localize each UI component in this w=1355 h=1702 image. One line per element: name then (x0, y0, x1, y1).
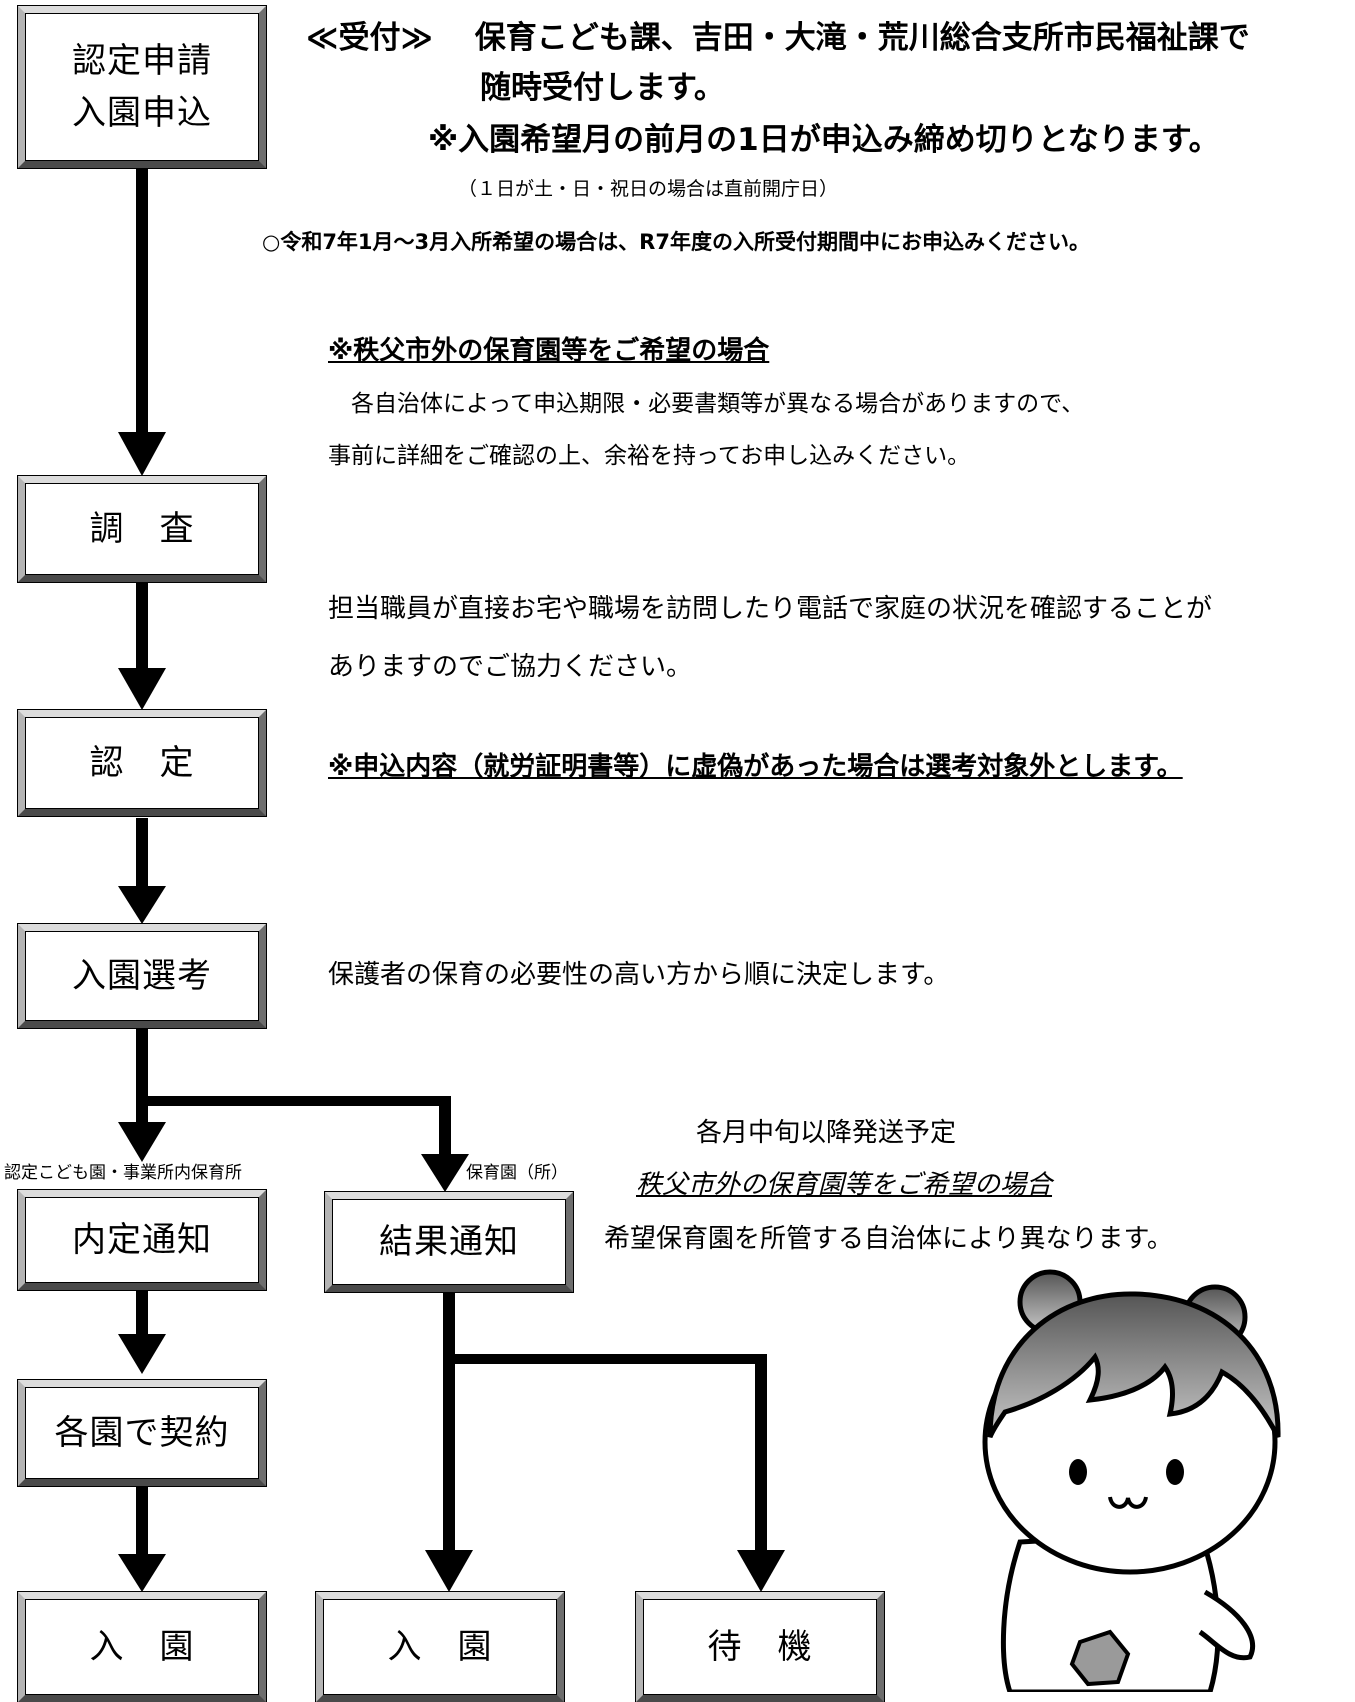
box-apply: 認定申請 入園申込 (17, 5, 267, 169)
box-waiting-label: 待 機 (707, 1627, 813, 1667)
connector-branch (136, 1096, 449, 1106)
box-enter-left: 入 園 (17, 1591, 267, 1702)
outside-body2: 事前に詳細をご確認の上、余裕を持ってお申し込みください。 (328, 443, 971, 469)
box-apply-label: 認定申請 入園申込 (72, 41, 212, 133)
connector-contract-enter (136, 1486, 148, 1558)
connector-selection-left (136, 1028, 148, 1126)
connector-certify-selection (136, 818, 148, 890)
arrowhead-result (421, 1154, 469, 1192)
reception-line2: 随時受付します。 (480, 70, 725, 106)
box-survey-label: 調 査 (89, 509, 195, 549)
notice-line3: 希望保育園を所管する自治体により異なります。 (604, 1224, 1173, 1254)
reception-line1: ≪受付≫ 保育こども課、吉田・大滝・荒川総合支所市民福祉課で (306, 20, 1250, 56)
box-certify-label: 認 定 (89, 743, 195, 783)
outside-body1: 各自治体によって申込期限・必要書類等が異なる場合がありますので、 (328, 391, 1085, 417)
box-enter-mid: 入 園 (315, 1591, 565, 1702)
arrowhead-naitei (118, 1122, 166, 1162)
connector-naitei-contract (136, 1290, 148, 1338)
branch-label-left: 認定こども園・事業所内保育所 (4, 1163, 242, 1183)
survey-note-line2: ありますのでご協力ください。 (328, 652, 693, 682)
arrowhead-selection (118, 886, 166, 924)
connector-survey-certify (136, 582, 148, 672)
certify-note: ※申込内容（就労証明書等）に虚偽があった場合は選考対象外とします。 (328, 752, 1183, 782)
box-waiting: 待 機 (635, 1591, 885, 1702)
box-naitei-label: 内定通知 (72, 1220, 212, 1260)
connector-apply-survey (136, 158, 148, 436)
reception-note: （１日が土・日・祝日の場合は直前開庁日） (458, 178, 839, 200)
survey-note-line1: 担当職員が直接お宅や職場を訪問したり電話で家庭の状況を確認することが (328, 594, 1213, 624)
box-enter-left-label: 入 園 (89, 1627, 195, 1667)
box-enter-mid-label: 入 園 (387, 1627, 493, 1667)
box-result: 結果通知 (324, 1191, 574, 1293)
box-result-label: 結果通知 (379, 1222, 519, 1262)
arrowhead-contract (118, 1334, 166, 1374)
reception-deadline: ※入園希望月の前月の1日が申込み締め切りとなります。 (428, 122, 1220, 158)
mascot-illustration (982, 1269, 1281, 1692)
box-contract-label: 各園で契約 (54, 1413, 230, 1453)
connector-result-waiting (755, 1354, 767, 1554)
arrowhead-survey (118, 432, 166, 476)
box-contract: 各園で契約 (17, 1379, 267, 1487)
outside-heading: ※秩父市外の保育園等をご希望の場合 (328, 336, 770, 366)
box-certify: 認 定 (17, 709, 267, 817)
connector-branch-right (439, 1096, 451, 1158)
box-selection-label: 入園選考 (72, 956, 212, 996)
branch-label-right: 保育園（所） (466, 1163, 568, 1183)
arrowhead-waiting (737, 1550, 785, 1592)
arrowhead-enter-left (118, 1554, 166, 1592)
arrowhead-enter-mid (425, 1550, 473, 1592)
connector-result-enter (443, 1290, 455, 1554)
selection-note: 保護者の保育の必要性の高い方から順に決定します。 (328, 960, 950, 990)
connector-result-branch (443, 1354, 765, 1364)
notice-line1: 各月中旬以降発送予定 (696, 1118, 957, 1148)
arrowhead-certify (118, 668, 166, 710)
box-survey: 調 査 (17, 475, 267, 583)
box-selection: 入園選考 (17, 923, 267, 1029)
box-naitei: 内定通知 (17, 1189, 267, 1291)
reception-r7-note: ○令和7年1月～3月入所希望の場合は、R7年度の入所受付期間中にお申込みください… (262, 230, 1090, 254)
notice-line2: 秩父市外の保育園等をご希望の場合 (636, 1170, 1053, 1200)
